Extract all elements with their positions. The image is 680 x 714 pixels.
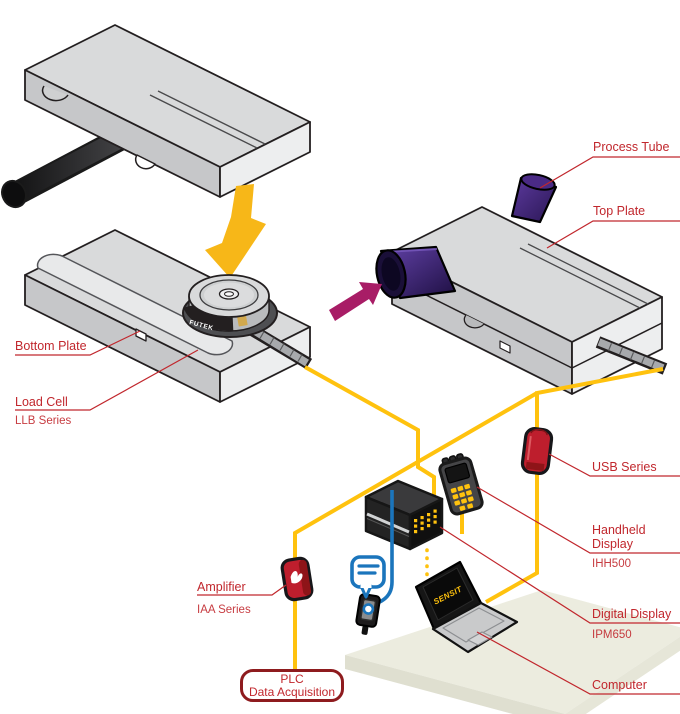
- down-arrow-icon: [205, 184, 266, 278]
- plc-data-acquisition-box: PLC Data Acquisition: [240, 669, 344, 702]
- handheld-keypad: [450, 483, 474, 511]
- exploded-top-plate: [24, 24, 311, 198]
- plate-notch: [41, 85, 69, 102]
- process-tube-back: [510, 173, 558, 224]
- label-usb-series: USB Series: [592, 460, 657, 474]
- plc-line1: PLC: [280, 671, 304, 686]
- plc-line2: Data Acquisition: [248, 684, 336, 699]
- leader-bottom-plate: [15, 330, 141, 356]
- label-digital-display-model: IPM650: [592, 629, 632, 641]
- laptop-touchpad: [467, 631, 493, 646]
- plate-channel: [36, 253, 234, 356]
- label-amplifier-series: IAA Series: [197, 604, 251, 616]
- load-cell-label-band: [183, 303, 234, 331]
- label-handheld-display: Handheld Display: [592, 523, 646, 551]
- plate-slot: [499, 340, 511, 354]
- display-digits: [414, 509, 437, 534]
- plate-half-hole: [463, 314, 485, 329]
- plate-half-hole: [134, 154, 156, 170]
- leader-load-cell: [15, 349, 199, 411]
- label-amplifier: Amplifier: [197, 580, 246, 594]
- leader-top-plate: [546, 220, 680, 249]
- chat-bubble-icon: [350, 555, 386, 599]
- leader-lines: [15, 156, 680, 695]
- label-process-tube: Process Tube: [593, 140, 670, 154]
- laptop-screen: [422, 567, 474, 621]
- process-tube-front: [375, 245, 457, 300]
- label-digital-display: Digital Display: [592, 607, 672, 621]
- label-handheld-model: IHH500: [592, 558, 631, 570]
- cable-threads: [259, 331, 303, 362]
- output-cable: [595, 336, 668, 375]
- usb-device: [520, 427, 554, 475]
- handheld-screen: [444, 462, 471, 484]
- futek-bird-icon: [290, 571, 303, 584]
- label-top-plate: Top Plate: [593, 204, 646, 218]
- label-load-cell: Load Cell: [15, 395, 68, 409]
- amplifier-device: [280, 556, 314, 602]
- leader-handheld: [476, 486, 680, 554]
- leader-digital-display: [439, 526, 680, 624]
- label-computer: Computer: [592, 678, 647, 692]
- handheld-display-device: [438, 453, 484, 516]
- laptop-deck: [431, 601, 519, 654]
- leader-usb: [548, 453, 680, 477]
- usb-dongle-device: [355, 593, 381, 635]
- laptop-computer: SENSIT: [414, 560, 519, 654]
- load-cell: FUTEK: [182, 274, 313, 370]
- assembled-load-cell-plates: [329, 173, 668, 395]
- label-bottom-plate: Bottom Plate: [15, 339, 87, 353]
- digital-display-device: [364, 479, 444, 551]
- flow-arrow-icon: [329, 282, 382, 321]
- leader-amplifier: [197, 584, 287, 596]
- leader-process-tube: [539, 156, 680, 189]
- leader-computer: [476, 631, 680, 695]
- label-load-cell-series: LLB Series: [15, 415, 72, 427]
